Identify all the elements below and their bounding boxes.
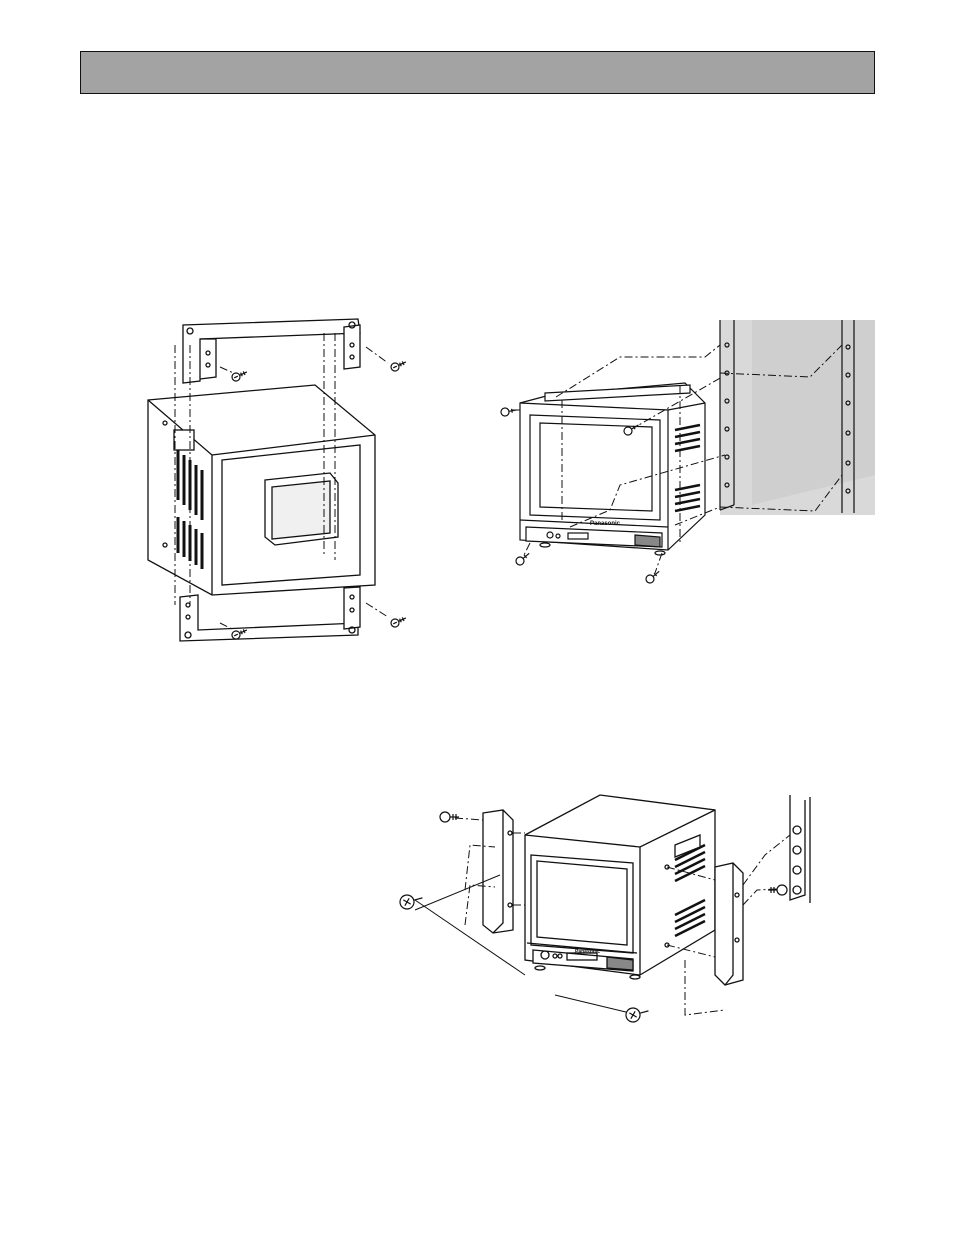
rack-front-mount-figure: Panasonic: [490, 315, 885, 595]
brand-label: Panasonic: [590, 521, 621, 527]
section-header-bar: [80, 51, 875, 94]
side-bracket-assembly-figure: Panasonic: [385, 785, 825, 1030]
brand-label-2: Panasonic: [575, 949, 600, 955]
rear-bracket-assembly-figure: [130, 305, 420, 650]
